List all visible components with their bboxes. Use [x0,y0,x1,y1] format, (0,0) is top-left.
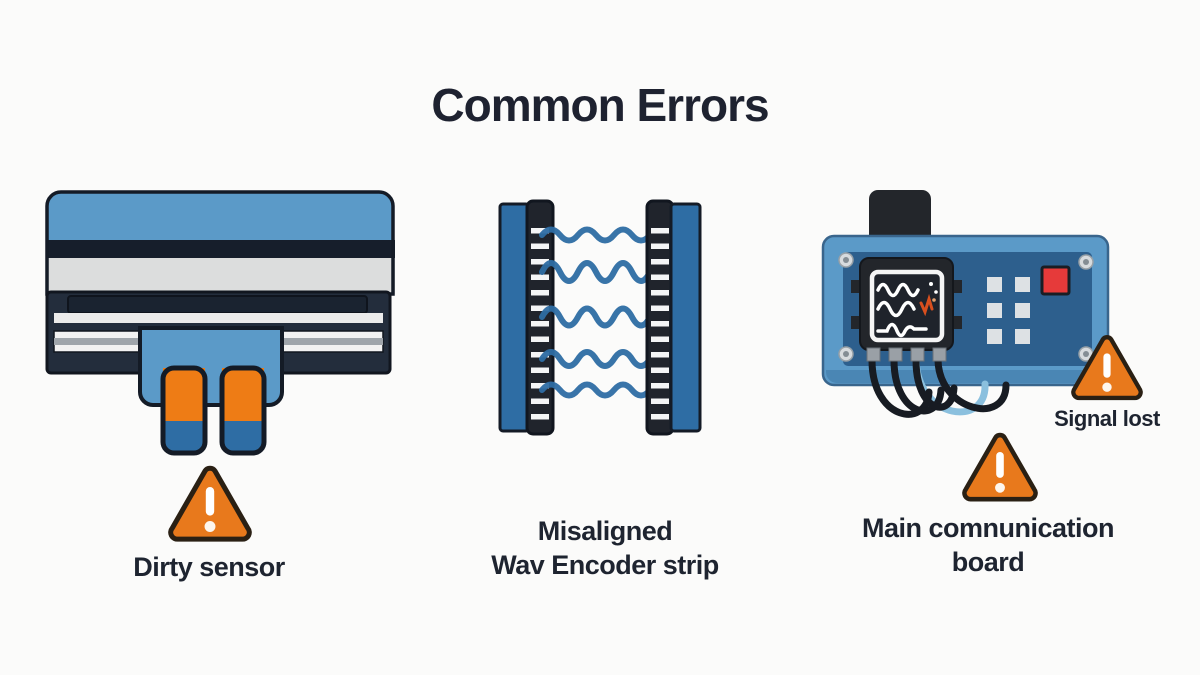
printhead-dark-band [47,240,395,258]
dirty-sensor-caption: Dirty sensor [133,552,285,582]
printhead-outline [45,190,395,296]
misaligned-wave-lines [539,226,653,399]
signal-lost-label: Signal lost [1054,406,1160,431]
encoder-blue-bar-right [669,202,702,433]
chip-module [851,257,962,351]
waveform-screen [869,269,945,343]
screen-waveforms [876,282,928,338]
printhead-gray-band [47,258,395,294]
printer-carriage-illustration [45,190,397,458]
comm-board-caption-line2: board [951,547,1025,577]
encoder-caption-line2: Wav Encoder strip [491,550,719,580]
sensor-prong-left [160,365,208,456]
red-button [1040,265,1071,296]
chip-pins [866,347,947,362]
comm-board-caption-line1: Main comnunication [861,513,1115,543]
encoder-caption-line1: Misaligned [537,516,673,546]
comm-board-caption: Main comnunication board [838,511,1138,579]
page-title: Common Errors [431,79,769,131]
encoder-strip-svg [498,199,702,436]
comm-board-illustration [815,188,1155,430]
encoder-caption: Misaligned Wav Encoder strip [455,514,755,582]
board-screws [838,252,1094,362]
encoder-ticks-left [531,228,549,421]
sensor-prong-right [219,365,267,456]
printer-carriage-svg [45,190,395,456]
body-light-strip [54,313,383,323]
board-connector [869,190,931,244]
encoder-ticks-right [651,228,669,421]
warning-triangle-icon [168,463,252,543]
encoder-strip-illustration [496,198,704,438]
screen-glitch [919,293,934,317]
comm-board-svg [821,190,1110,418]
board-bottom-lip [826,370,1105,383]
warning-triangle-icon [962,430,1038,503]
dip-switch-grid [987,277,1030,344]
body-inset-bar [67,295,368,314]
encoder-blue-bar-left [498,202,531,433]
wires-black [868,356,1010,418]
warning-triangle-icon [1071,333,1143,401]
